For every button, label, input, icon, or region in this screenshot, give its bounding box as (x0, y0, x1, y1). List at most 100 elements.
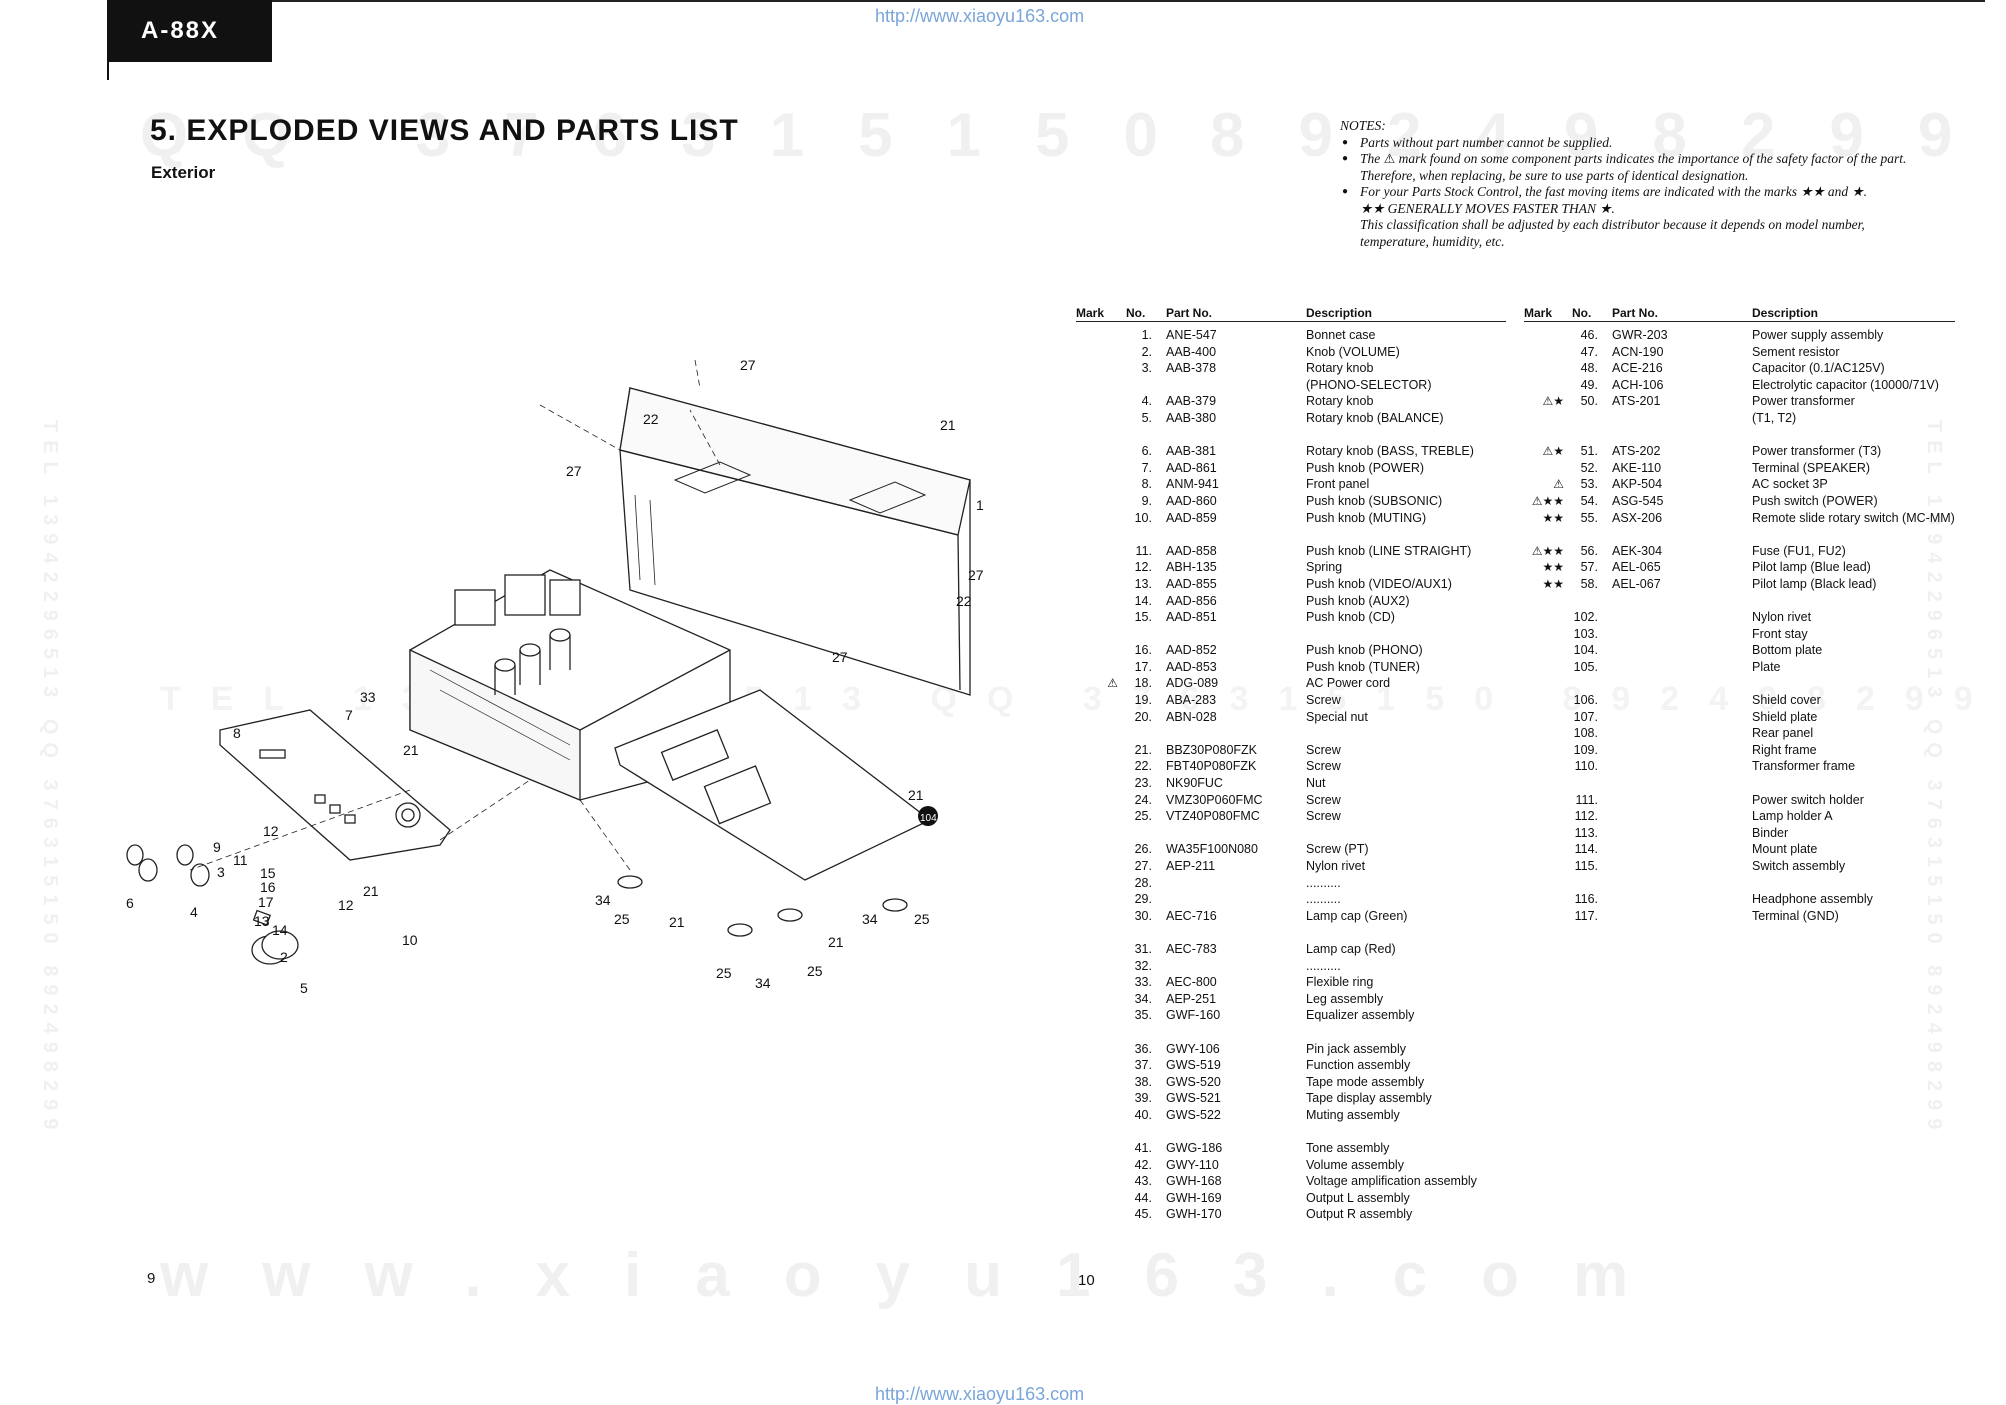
cell-no: 110. (1574, 759, 1598, 774)
cell-mark (1524, 410, 1572, 427)
cell-mark (1076, 344, 1126, 361)
header-part-no: Part No. (1612, 306, 1752, 322)
spacer-cell (1524, 427, 1955, 444)
cell-description: Function assembly (1306, 1058, 1411, 1073)
cell-description: Push knob (POWER) (1306, 460, 1425, 475)
cell-mark (1076, 493, 1126, 510)
callout-label: 21 (940, 417, 956, 433)
notes-heading: NOTES: (1340, 118, 1386, 133)
exploded-view-diagram: 27 22 21 27 1 27 22 27 33 7 21 8 9 11 12… (126, 357, 984, 996)
cell-description: Remote slide rotary switch (MC-MM) (1752, 510, 1955, 525)
callout-label: 21 (363, 883, 379, 899)
cell-part-no: GWS-522 (1166, 1107, 1221, 1122)
cell-mark: ⚠ (1107, 676, 1118, 691)
cell-description: Nylon rivet (1752, 610, 1812, 625)
cell-no: 51. (1580, 444, 1598, 459)
cell-no: 56. (1580, 543, 1598, 558)
callout-label: 34 (595, 892, 611, 908)
cell-no: 14. (1134, 593, 1152, 608)
cell-description: Capacitor (0.1/AC125V) (1752, 361, 1885, 376)
table-row: 29........... (1076, 891, 1506, 908)
callout-label: 21 (828, 934, 844, 950)
cell-part-no: AAB-400 (1166, 344, 1217, 359)
callout-label: 9 (213, 839, 221, 855)
cell-no: 48. (1580, 361, 1598, 376)
callout-label: 21 (403, 742, 419, 758)
watermark-site: www.xiaoyu163.com (160, 1241, 1683, 1310)
note-prefix: The (1360, 151, 1381, 166)
cell-mark (1076, 1090, 1126, 1107)
cell-mark (1524, 808, 1572, 825)
cell-part-no: AEC-783 (1166, 941, 1217, 956)
source-url-bottom[interactable]: http://www.xiaoyu163.com (875, 1384, 1085, 1404)
cell-part-no: ABA-283 (1166, 693, 1217, 708)
cell-no: 21. (1134, 742, 1152, 757)
callout-label: 22 (956, 593, 972, 609)
front-panel-drawing (219, 709, 451, 861)
cell-part-no: AKE-110 (1612, 460, 1662, 475)
cell-part-no: AAB-378 (1166, 361, 1217, 376)
spacer-cell (1076, 725, 1506, 742)
spacer-cell (1076, 825, 1506, 842)
cell-part-no: GWH-170 (1166, 1207, 1222, 1222)
cell-mark (1076, 642, 1126, 659)
cell-no: 4. (1141, 394, 1152, 409)
cell-part-no: AAD-851 (1166, 610, 1217, 625)
source-url-top[interactable]: http://www.xiaoyu163.com (875, 6, 1085, 26)
cell-no: 114. (1574, 842, 1598, 857)
cell-part-no: GWH-168 (1166, 1174, 1222, 1189)
cell-no: 42. (1134, 1157, 1152, 1172)
cell-description: Front panel (1306, 477, 1370, 492)
cell-description: Nut (1306, 776, 1326, 791)
cell-mark (1524, 344, 1572, 361)
spacer-cell (1076, 924, 1506, 941)
cell-mark: ⚠★★ (1531, 493, 1564, 508)
cell-part-no (1612, 792, 1752, 809)
cell-description: Terminal (GND) (1752, 908, 1839, 923)
cell-part-no: BBZ30P080FZK (1166, 742, 1258, 757)
cell-mark (1076, 758, 1126, 775)
cell-description: Lamp holder A (1752, 809, 1833, 824)
note-item: Parts without part number cannot be supp… (1340, 135, 1925, 152)
cell-description: Power transformer (T3) (1752, 444, 1882, 459)
table-row: 105.Plate (1524, 659, 1955, 676)
table-spacer (1524, 675, 1955, 692)
cell-part-no: ATS-202 (1612, 444, 1661, 459)
cell-no: 53. (1580, 477, 1598, 492)
cell-mark (1076, 775, 1126, 792)
cell-part-no: ATS-201 (1612, 394, 1661, 409)
cell-no: 115. (1574, 859, 1598, 873)
cell-part-no: AAD-859 (1166, 510, 1217, 525)
callout-label: 13 (254, 913, 270, 929)
cell-no: 36. (1134, 1041, 1152, 1056)
cell-mark (1524, 908, 1572, 925)
callout-label: 3 (217, 864, 225, 880)
cell-description: Transformer frame (1752, 759, 1856, 774)
cell-no: 31. (1134, 941, 1152, 956)
cell-mark: ★★ (1542, 560, 1564, 575)
cell-part-no: GWH-169 (1166, 1190, 1222, 1205)
cell-no: 39. (1134, 1091, 1152, 1106)
cell-mark (1076, 1107, 1126, 1124)
watermark-vertical-left: TEL 13942296513 QQ 376315150 892498299 (39, 420, 61, 1138)
cell-part-no: ABH-135 (1166, 560, 1217, 575)
cell-description: Push knob (SUBSONIC) (1306, 493, 1443, 508)
cell-description: Push knob (CD) (1306, 610, 1395, 625)
callout-label: 10 (402, 932, 418, 948)
cell-no: 25. (1134, 809, 1152, 824)
cell-description: Voltage amplification assembly (1306, 1174, 1477, 1189)
cell-mark (1524, 659, 1572, 676)
cell-part-no (1166, 875, 1306, 892)
table-row: 102.Nylon rivet (1524, 609, 1955, 626)
